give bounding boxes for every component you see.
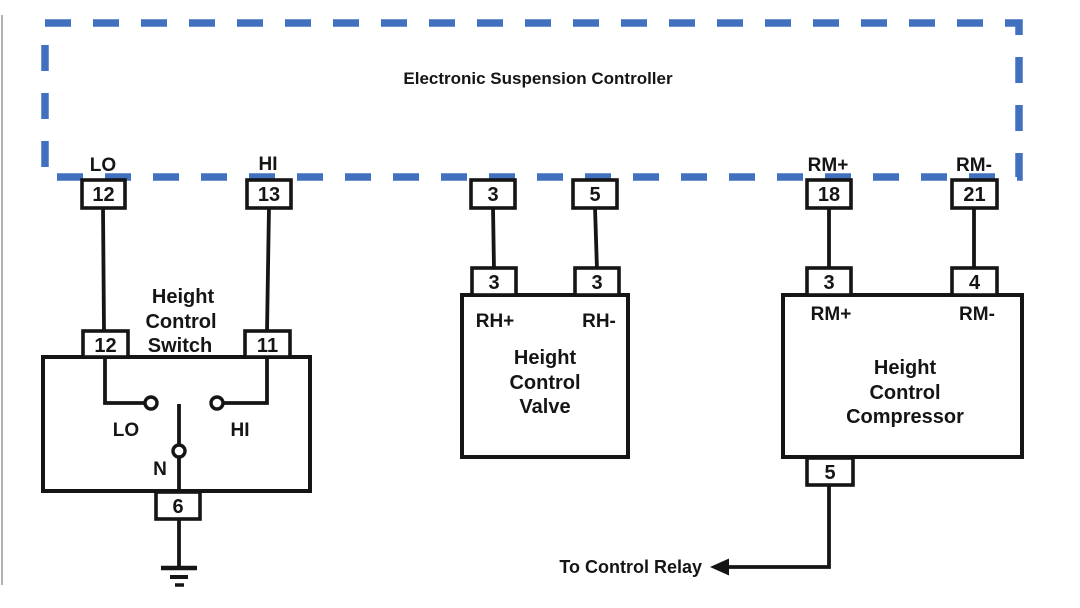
valve-pin-rhplus: 3 bbox=[470, 266, 518, 297]
compressor-pin-relay-box bbox=[805, 456, 855, 487]
compressor-pin-relay: 5 bbox=[805, 456, 855, 487]
valve-terminal-rhminus-label: RH- bbox=[582, 311, 616, 332]
valve-pin-rhminus: 3 bbox=[573, 266, 621, 297]
switch-pin-lo-number: 12 bbox=[94, 335, 116, 357]
wire-5-to-valve bbox=[593, 206, 599, 271]
compressor-pin-rmplus-box bbox=[805, 266, 853, 297]
controller-pin-rmminus-box bbox=[950, 178, 999, 210]
switch-name-line1: Height bbox=[152, 286, 215, 308]
switch-lo-contact-label: LO bbox=[113, 420, 139, 441]
compressor-pin-relay-number: 5 bbox=[824, 462, 835, 484]
switch-pin-lo-box bbox=[81, 329, 130, 359]
controller-pin-valve-a-box bbox=[469, 178, 517, 210]
compressor-name-line1: Height bbox=[874, 357, 937, 379]
controller-pin-valve-b: 5 bbox=[571, 178, 619, 210]
valve-pin-rhminus-number: 3 bbox=[591, 272, 602, 294]
valve-name-line2: Control bbox=[509, 372, 580, 394]
controller-title: Electronic Suspension Controller bbox=[403, 69, 673, 88]
controller-pin-valve-b-number: 5 bbox=[589, 184, 600, 206]
controller-pin-valve-a: 3 bbox=[469, 178, 517, 210]
controller-pin-lo-box bbox=[80, 178, 127, 210]
compressor-pin-rmminus-box bbox=[950, 266, 999, 297]
controller-pin-hi-box bbox=[245, 178, 293, 210]
compressor-terminal-rmminus-label: RM- bbox=[959, 304, 995, 325]
valve-terminal-rhplus-label: RH+ bbox=[476, 311, 515, 332]
controller-pin-rmplus-number: 18 bbox=[818, 184, 840, 206]
compressor-terminal-rmplus-label: RM+ bbox=[811, 304, 852, 325]
compressor-pin-rmplus: 3 bbox=[805, 266, 853, 297]
switch-pin-neutral: 6 bbox=[154, 490, 202, 521]
controller-pin-rmplus: 18 bbox=[805, 178, 853, 210]
compressor-pin-rmminus-number: 4 bbox=[969, 272, 981, 294]
compressor-name-line3: Compressor bbox=[846, 406, 964, 428]
switch-pin-hi-number: 11 bbox=[257, 335, 278, 357]
wire-3-to-valve bbox=[491, 206, 496, 271]
controller-pin-rmminus-label: RM- bbox=[956, 155, 992, 176]
switch-pin-neutral-number: 6 bbox=[172, 496, 183, 518]
switch-box bbox=[41, 355, 312, 493]
controller-pin-rmplus-label: RM+ bbox=[808, 155, 849, 176]
switch-name-line2: Control bbox=[145, 311, 216, 333]
controller-pin-rmplus-box bbox=[805, 178, 853, 210]
switch-name-line3: Switch bbox=[148, 335, 212, 357]
valve-name-line1: Height bbox=[514, 347, 577, 369]
controller-boundary bbox=[41, 19, 1023, 181]
controller-pin-rmminus-number: 21 bbox=[963, 184, 985, 206]
wire-lo-to-switch bbox=[101, 206, 106, 333]
controller-pin-lo-number: 12 bbox=[92, 184, 114, 206]
switch-pin-lo: 12 bbox=[81, 329, 130, 359]
switch-neutral-contact bbox=[171, 443, 187, 459]
compressor-pin-rmplus-number: 3 bbox=[823, 272, 834, 294]
compressor-box bbox=[781, 293, 1024, 459]
controller-pin-lo-label: LO bbox=[90, 155, 116, 176]
switch-lo-contact bbox=[143, 395, 159, 411]
switch-hi-contact bbox=[209, 395, 225, 411]
controller-pin-valve-b-box bbox=[571, 178, 619, 210]
switch-hi-contact-label: HI bbox=[231, 420, 250, 441]
controller-pin-rmminus: 21 bbox=[950, 178, 999, 210]
controller-pin-hi: 13 bbox=[245, 178, 293, 210]
valve-pin-rhplus-box bbox=[470, 266, 518, 297]
compressor-pin-rmminus: 4 bbox=[950, 266, 999, 297]
compressor-name-line2: Control bbox=[869, 382, 940, 404]
valve-name-line3: Valve bbox=[519, 396, 570, 418]
valve-pin-rhplus-number: 3 bbox=[488, 272, 499, 294]
controller-pin-lo: 12 bbox=[80, 178, 127, 210]
ground-symbol bbox=[161, 565, 197, 587]
valve-pin-rhminus-box bbox=[573, 266, 621, 297]
to-control-relay-label: To Control Relay bbox=[559, 557, 702, 577]
wire-hi-to-switch bbox=[265, 206, 271, 333]
relay-wire bbox=[722, 485, 831, 569]
switch-pin-hi: 11 bbox=[243, 329, 292, 359]
relay-arrowhead-icon bbox=[710, 558, 729, 576]
controller-pin-hi-label: HI bbox=[259, 154, 278, 175]
switch-hi-contact-wire bbox=[224, 357, 269, 405]
valve-box bbox=[460, 293, 630, 459]
switch-lo-contact-wire bbox=[103, 357, 145, 405]
switch-neutral-contact-label: N bbox=[153, 459, 167, 480]
controller-pin-valve-a-number: 3 bbox=[487, 184, 498, 206]
controller-pin-hi-number: 13 bbox=[258, 184, 280, 206]
